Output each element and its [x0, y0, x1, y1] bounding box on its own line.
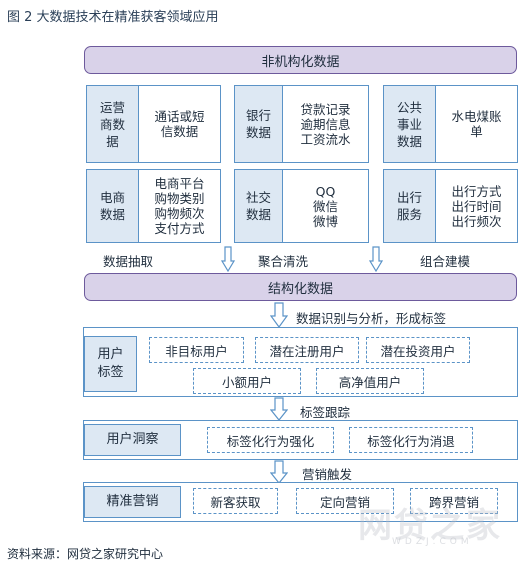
down-arrow-icon: [270, 302, 288, 328]
tag-new-customer: 新客获取: [193, 488, 278, 514]
source-detail: 电商平台 购物类别 购物频次 支付方式: [154, 176, 205, 236]
tag-potential-invest-user: 潜在投资用户: [366, 337, 470, 363]
source-detail: 贷款记录 逾期信息 工资流水: [300, 101, 351, 147]
watermark-url: WDZJ.COM: [392, 537, 473, 547]
source-detail: QQ 微信 微博: [312, 183, 338, 229]
user-tags-label: 用户 标签: [84, 336, 137, 392]
source-label: 银行 数据: [235, 86, 283, 162]
step-clean-label: 聚合清洗: [258, 254, 309, 269]
figure-title: 图 2 大数据技术在精准获客领域应用: [7, 10, 219, 25]
tag-behavior-reinforce: 标签化行为强化: [207, 427, 334, 453]
tag-high-net-worth-user: 高净值用户: [316, 368, 424, 394]
source-label: 公共 事业 数据: [384, 86, 436, 162]
step-extract-label: 数据抽取: [103, 254, 154, 269]
source-box-telecom: 运营 商数 据 通话或短 信数据: [86, 85, 221, 163]
structured-data-banner: 结构化数据: [84, 273, 517, 301]
down-arrow-icon: [369, 246, 383, 272]
tag-non-target-user: 非目标用户: [149, 337, 244, 363]
down-arrow-icon: [221, 246, 235, 272]
tag-targeted-marketing: 定向营销: [296, 488, 394, 514]
source-box-social: 社交 数据 QQ 微信 微博: [234, 169, 369, 243]
step-model-label: 组合建模: [420, 254, 471, 269]
source-box-travel: 出行 服务 出行方式 出行时间 出行频次: [383, 169, 518, 243]
unstructured-data-banner: 非机构化数据: [84, 46, 517, 74]
source-detail: 水电煤账 单: [451, 109, 502, 139]
user-insight-label: 用户洞察: [84, 424, 181, 456]
source-box-utility: 公共 事业 数据 水电煤账 单: [383, 85, 518, 163]
down-arrow-icon: [270, 397, 288, 421]
tag-potential-register-user: 潜在注册用户: [255, 337, 359, 363]
tag-cross-marketing: 跨界营销: [410, 488, 498, 514]
source-label: 运营 商数 据: [87, 86, 139, 162]
tag-behavior-decline: 标签化行为消退: [349, 427, 473, 453]
source-note: 资料来源：网贷之家研究中心: [7, 547, 164, 561]
source-detail: 出行方式 出行时间 出行频次: [451, 183, 502, 229]
source-label: 电商 数据: [87, 170, 139, 242]
source-label: 社交 数据: [235, 170, 283, 242]
source-label: 出行 服务: [384, 170, 436, 242]
step-marketing-label: 营销触发: [302, 467, 353, 482]
source-detail: 通话或短 信数据: [154, 109, 205, 139]
tag-small-user: 小额用户: [193, 368, 301, 394]
source-box-bank: 银行 数据 贷款记录 逾期信息 工资流水: [234, 85, 369, 163]
source-box-ecommerce: 电商 数据 电商平台 购物类别 购物频次 支付方式: [86, 169, 221, 243]
watermark-logo: 网贷之家: [358, 506, 502, 546]
step-identify-label: 数据识别与分析，形成标签: [296, 311, 447, 326]
precision-marketing-label: 精准营销: [84, 486, 181, 518]
down-arrow-icon: [270, 460, 288, 484]
step-tracking-label: 标签跟踪: [300, 405, 351, 420]
